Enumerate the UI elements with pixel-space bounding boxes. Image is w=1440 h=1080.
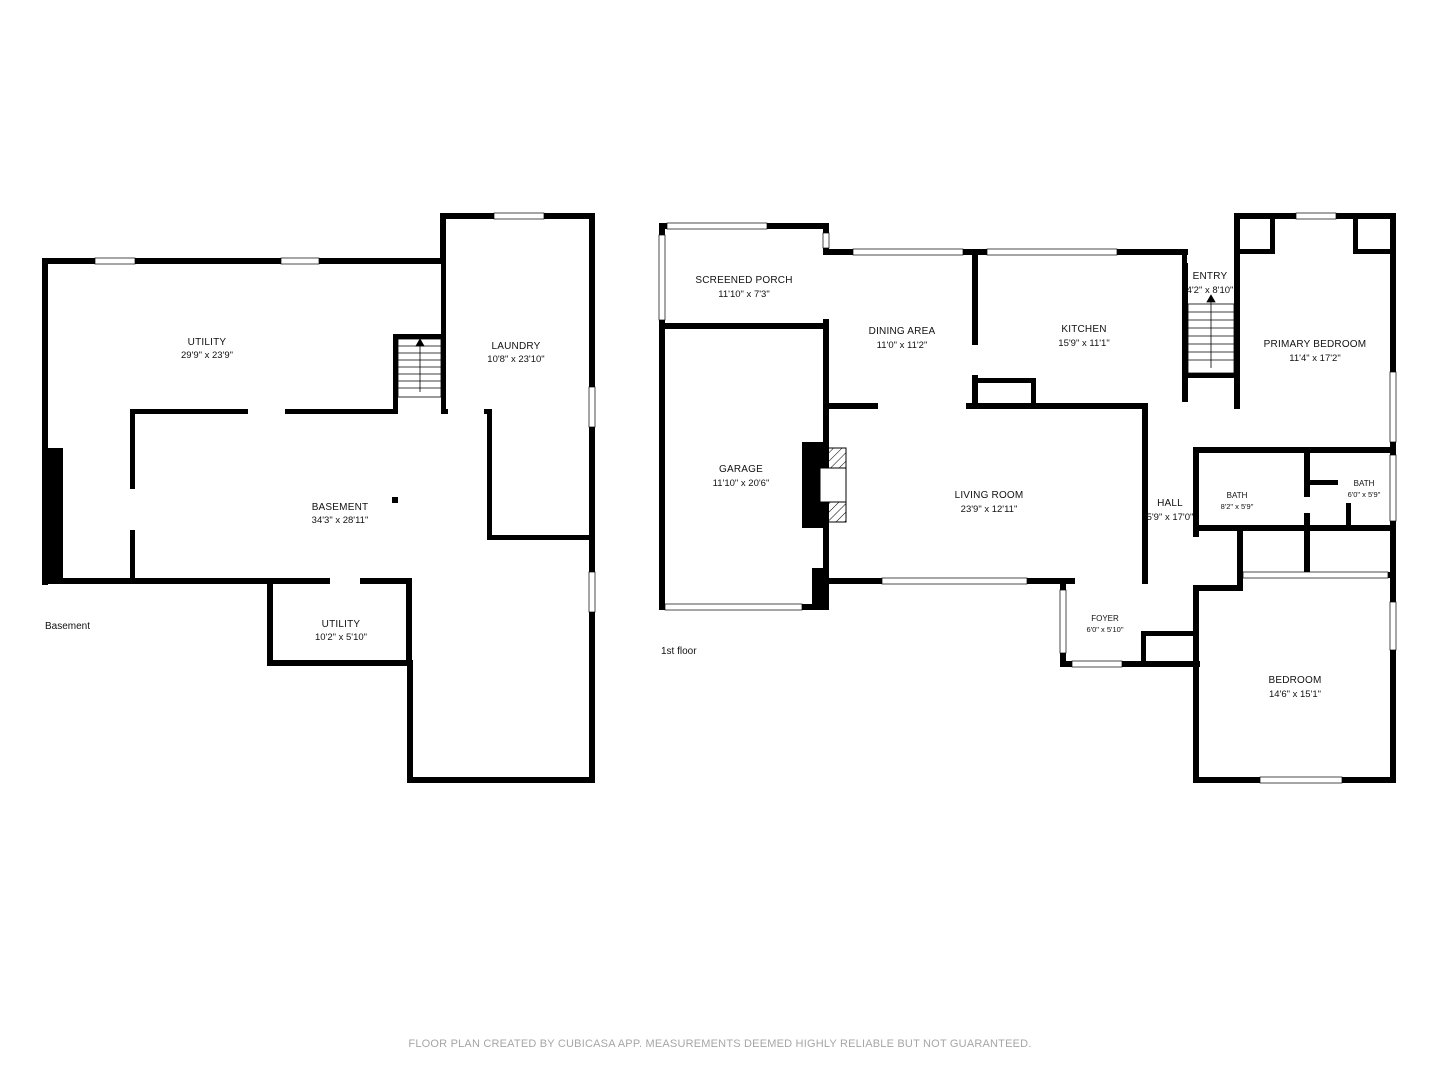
room-dims-utility-small: 10'2" x 5'10" [315,632,367,643]
room-name-foyer: FOYER [1091,614,1119,623]
floor-label-first-floor: 1st floor [661,646,697,657]
room-dims-bath-1: 8'2" x 5'9" [1221,502,1254,511]
room-dims-hall: 5'9" x 17'0" [1147,512,1194,523]
room-name-entry: ENTRY [1193,271,1228,282]
room-dims-entry: 4'2" x 8'10" [1187,285,1234,296]
room-dims-garage: 11'10" x 20'6" [713,478,770,489]
room-dims-screened-porch: 11'10" x 7'3" [718,289,769,300]
room-name-utility: UTILITY [188,337,227,348]
room-name-garage: GARAGE [719,464,763,475]
room-name-kitchen: KITCHEN [1061,324,1106,335]
room-name-living-room: LIVING ROOM [955,490,1024,501]
room-dims-living-room: 23'9" x 12'11" [961,504,1018,515]
room-dims-basement: 34'3" x 28'11" [312,515,369,526]
basement-windows [94,212,596,613]
room-name-primary-bedroom: PRIMARY BEDROOM [1264,339,1367,350]
room-name-bedroom: BEDROOM [1268,675,1321,686]
room-dims-dining-area: 11'0" x 11'2" [877,340,928,351]
first-floor-windows [658,212,1397,784]
first-floor-plan: SCREENED PORCH 11'10" x 7'3" GARAGE 11'1… [658,212,1397,784]
room-name-dining-area: DINING AREA [869,326,936,337]
basement-plan: UTILITY 29'9" x 23'9" LAUNDRY 10'8" x 23… [42,212,596,783]
room-dims-laundry: 10'8" x 23'10" [487,354,544,365]
room-dims-kitchen: 15'9" x 11'1" [1058,338,1109,349]
basement-stairs [397,338,442,398]
room-name-hall: HALL [1157,498,1183,509]
room-dims-foyer: 6'0" x 5'10" [1087,625,1124,634]
entry-stairs [1187,294,1235,374]
room-dims-bedroom: 14'6" x 15'1" [1269,689,1321,700]
room-name-basement: BASEMENT [312,502,369,513]
room-name-bath-1: BATH [1227,491,1248,500]
room-name-bath-2: BATH [1354,479,1375,488]
room-dims-utility: 29'9" x 23'9" [181,350,233,361]
room-name-laundry: LAUNDRY [491,341,540,352]
support-column [392,497,398,503]
floor-label-basement: Basement [45,621,90,632]
basement-walls [42,213,595,783]
footer-disclaimer: FLOOR PLAN CREATED BY CUBICASA APP. MEAS… [408,1038,1031,1050]
room-dims-primary-bedroom: 11'4" x 17'2" [1289,353,1340,364]
room-dims-bath-2: 6'0" x 5'9" [1348,490,1381,499]
room-name-utility-small: UTILITY [322,619,361,630]
room-name-screened-porch: SCREENED PORCH [695,275,792,286]
